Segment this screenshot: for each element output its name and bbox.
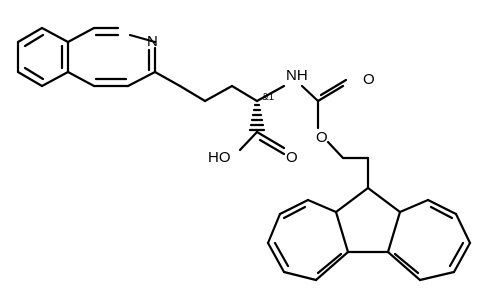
- fluorene-left-ring: [266, 198, 350, 282]
- carbamate-group: [255, 78, 370, 190]
- carboxylic-acid-group: [238, 130, 286, 156]
- carbamate-carbonyl-oxygen-label: O: [363, 71, 375, 88]
- amide-nh-label: NH: [286, 67, 308, 84]
- stereo-descriptor-label: &1: [262, 92, 275, 103]
- hydroxyl-label: HO: [208, 149, 231, 166]
- acid-carbonyl-oxygen-label: O: [286, 149, 298, 166]
- fluorene-right-ring: [386, 198, 472, 282]
- stereo-hash-wedge: [248, 103, 266, 132]
- isoquinoline-benzo-ring: [16, 26, 70, 88]
- nitrogen-ring-label: N: [147, 33, 158, 50]
- butanoic-chain: [153, 70, 259, 103]
- carbamate-ester-oxygen-label: O: [316, 129, 328, 146]
- isoquinoline-pyridine-ring: [66, 26, 157, 88]
- fluorene-five-ring: [334, 186, 402, 254]
